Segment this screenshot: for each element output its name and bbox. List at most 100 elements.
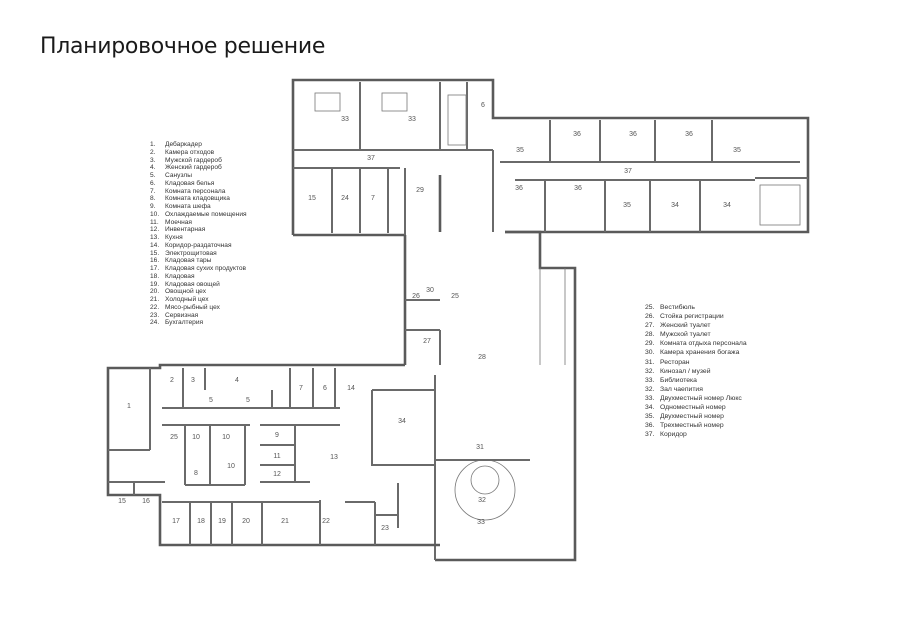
legend-number: 8.: [150, 195, 156, 203]
legend-number: 28.: [645, 331, 655, 339]
legend-item: 13. Кухня: [150, 234, 247, 242]
room-label: 8: [194, 470, 198, 477]
room-label: 31: [476, 444, 484, 451]
legend-number: 37.: [645, 431, 655, 439]
legend-item: 30.Камера хранения богажа: [645, 348, 747, 357]
room-label: 36: [685, 131, 693, 138]
legend-item: 24.Бухгалтерия: [150, 319, 247, 327]
legend-item: 31.Ресторан: [645, 358, 747, 367]
legend-number: 23.: [150, 311, 160, 319]
room-label: 2: [170, 377, 174, 384]
room-label: 20: [242, 518, 250, 525]
legend-item: 22. Мясо-рыбный цех: [150, 304, 247, 312]
room-label: 22: [322, 518, 330, 525]
room-label: 34: [671, 202, 679, 209]
legend-item: 25.Вестибюль: [645, 303, 747, 312]
legend-item: 20. Овощной цех: [150, 288, 247, 296]
legend-number: 34.: [645, 404, 655, 412]
room-label: 10: [222, 434, 230, 441]
legend-text: Охлаждаемые помещения: [165, 210, 247, 218]
legend-item: 27.Женский туалет: [645, 321, 747, 330]
legend-text: Коридор: [660, 431, 687, 439]
legend-number: 20.: [150, 288, 160, 296]
legend-number: 12.: [150, 226, 160, 234]
legend-item: 1.Дебаркадер: [150, 141, 247, 149]
legend-number: 32.: [645, 385, 655, 393]
legend-text: Мужской гардероб: [165, 156, 222, 164]
legend-number: 2.: [150, 148, 156, 156]
legend-number: 5.: [150, 172, 156, 179]
legend-number: 26.: [645, 313, 655, 321]
room-label: 35: [516, 147, 524, 154]
room-label: 32: [478, 497, 486, 504]
legend-number: 33.: [645, 394, 655, 402]
legend-item: 29.Комната отдыха персонала: [645, 339, 747, 348]
legend-number: 4.: [150, 164, 156, 172]
legend-text: Комната кладовщика: [165, 195, 230, 203]
legend-item: 28. Мужской туалет: [645, 330, 747, 339]
room-label: 36: [515, 185, 523, 192]
room-label: 36: [573, 131, 581, 138]
legend-number: 36.: [645, 422, 655, 430]
legend-number: 13.: [150, 234, 160, 241]
room-label: 36: [629, 131, 637, 138]
room-label: 14: [347, 385, 355, 392]
legend-text: Овощной цех: [165, 288, 206, 296]
legend-text: Женский туалет: [660, 322, 711, 330]
legend-item: 12.Инвентарная: [150, 226, 247, 234]
legend-item: 37. Коридор: [645, 430, 747, 439]
legend-number: 22.: [150, 303, 160, 311]
room-label: 29: [416, 187, 424, 194]
legend-text: Моечная: [165, 218, 192, 226]
lower-block-walls: [106, 363, 440, 547]
legend-text: Женский гардероб: [165, 164, 222, 172]
legend-item: 14.Коридор-раздаточная: [150, 242, 247, 250]
legend-text: Кладовая: [165, 272, 195, 280]
legend-text: Холодный цех: [165, 296, 209, 303]
legend-text: Кухня: [165, 234, 183, 241]
legend-number: 30.: [645, 349, 655, 357]
room-label: 18: [197, 518, 205, 525]
room-label: 26: [412, 293, 420, 300]
room-label: 4: [235, 377, 239, 384]
room-label: 5: [246, 397, 250, 404]
legend-number: 11.: [150, 218, 159, 226]
legend-text: Кладовая тары: [165, 257, 212, 265]
legend-text: Двухместный номер Люкс: [660, 394, 742, 402]
legend-number: 16.: [150, 257, 160, 265]
legend-number: 18.: [150, 272, 160, 280]
room-label: 36: [574, 185, 582, 192]
room-label: 35: [623, 202, 631, 209]
legend-text: Комната отдыха персонала: [660, 340, 747, 348]
legend-text: Трехместный номер: [660, 422, 724, 430]
room-label: 25: [170, 434, 178, 441]
legend-text: Мясо-рыбный цех: [165, 303, 220, 311]
room-label: 11: [273, 453, 280, 460]
page-title: Планировочное решение: [40, 34, 326, 59]
legend-item: 32.Зал чаепития: [645, 385, 747, 394]
legend-text: Мужской туалет: [660, 331, 711, 339]
legend-item: 10.Охлаждаемые помещения: [150, 211, 247, 219]
legend-text: Библиотека: [660, 376, 697, 384]
room-label: 33: [341, 116, 349, 123]
room-label: 21: [281, 518, 289, 525]
legend-text: Двухместный номер: [660, 413, 724, 421]
upper-block-walls: [291, 78, 810, 237]
legend-item: 16. Кладовая тары: [150, 257, 247, 265]
legend-number: 25.: [645, 304, 655, 311]
legend-item: 35.Двухместный номер: [645, 412, 747, 421]
legend-number: 21.: [150, 296, 160, 303]
legend-number: 9.: [150, 203, 156, 210]
legend-number: 17.: [150, 265, 160, 272]
legend-item: 15.Электрощитовая: [150, 250, 247, 258]
legend-text: Комната персонала: [165, 187, 226, 195]
room-label: 5: [209, 397, 213, 404]
room-label: 7: [299, 385, 303, 392]
legend-text: Комната шефа: [165, 203, 211, 210]
room-label: 15: [308, 195, 316, 202]
legend-text: Кладовая сухих продуктов: [165, 265, 247, 272]
legend-text: Ресторан: [660, 358, 690, 366]
room-label: 12: [273, 471, 281, 478]
